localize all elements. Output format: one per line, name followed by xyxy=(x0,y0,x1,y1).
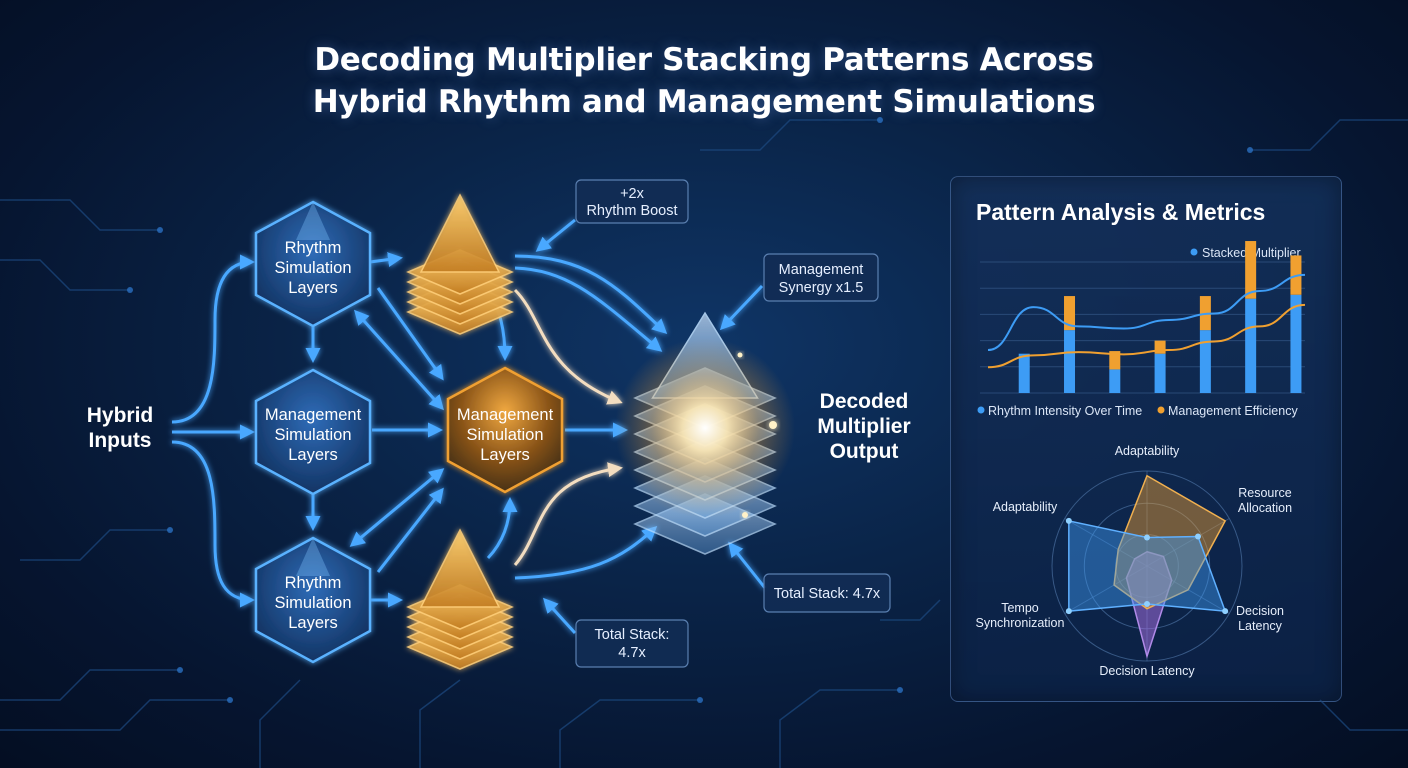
bar-management xyxy=(1109,351,1121,370)
radar-axis-label: Adaptability xyxy=(993,500,1058,514)
bar-rhythm xyxy=(1290,294,1302,393)
node-rhythm-top[interactable] xyxy=(254,200,372,328)
radar-point xyxy=(1065,517,1072,524)
radar-point xyxy=(1065,608,1072,615)
callout-line: Management xyxy=(779,262,864,278)
node-management-mid[interactable] xyxy=(254,368,372,496)
callout-total-stack-bottom: Total Stack: 4.7x xyxy=(575,619,689,668)
callout-management-synergy: Management Synergy x1.5 xyxy=(763,253,879,302)
title-line-1: Decoding Multiplier Stacking Patterns Ac… xyxy=(314,42,1094,78)
legend-management-efficiency: Management Efficiency xyxy=(1168,404,1298,418)
output-core-glow xyxy=(615,338,795,518)
node-label-line: Simulation xyxy=(274,426,351,444)
stack-orange-top xyxy=(406,193,514,335)
callout-total-stack-right: Total Stack: 4.7x xyxy=(763,573,891,613)
callout-line: Synergy x1.5 xyxy=(779,280,864,296)
radar-series-orange xyxy=(1113,474,1227,610)
radar-point xyxy=(1144,534,1150,541)
input-label-line: Hybrid xyxy=(87,404,154,427)
node-rhythm-bottom[interactable] xyxy=(254,536,372,664)
radar-point xyxy=(1144,601,1150,607)
legend-dot-orange xyxy=(1157,406,1165,414)
line-stacked-multiplier xyxy=(987,273,1306,352)
radar-point xyxy=(1222,608,1229,615)
callout-line: Total Stack: xyxy=(595,627,670,643)
node-management-mid-label: Management Simulation Layers xyxy=(265,406,362,464)
radar-axis-label: Adaptability xyxy=(1115,444,1180,458)
callout-line: Rhythm Boost xyxy=(586,203,677,219)
radar-axis-label: Latency xyxy=(1238,619,1283,633)
bar-rhythm xyxy=(1245,298,1257,393)
spark xyxy=(769,421,777,429)
output-label-line: Decoded xyxy=(820,390,909,413)
stack-pyramid xyxy=(419,528,501,608)
legend-rhythm-intensity: Rhythm Intensity Over Time xyxy=(988,404,1142,418)
callout-line: 4.7x xyxy=(618,645,646,661)
callout-line: +2x xyxy=(620,186,645,202)
title-line-2: Hybrid Rhythm and Management Simulations xyxy=(312,84,1096,120)
stack-pyramid xyxy=(419,193,501,273)
legend-dot-blue xyxy=(1190,248,1198,256)
hybrid-inputs-label: Hybrid Inputs xyxy=(87,404,154,452)
circuit-nodes xyxy=(127,117,1253,703)
bar-rhythm xyxy=(1109,369,1121,393)
node-rhythm-top-label: Rhythm Simulation Layers xyxy=(274,239,351,297)
node-label-line: Management xyxy=(457,406,554,424)
circuit-traces xyxy=(0,119,1408,768)
warm-connections xyxy=(513,288,623,566)
node-rhythm-bottom-label: Rhythm Simulation Layers xyxy=(274,574,351,632)
radar-chart: AdaptabilityResourceAllocationDecisionLa… xyxy=(976,444,1293,678)
bar-rhythm xyxy=(1199,330,1211,393)
node-label-line: Layers xyxy=(288,614,338,632)
line-orange-trend xyxy=(987,303,1306,369)
node-management-center-label: Management Simulation Layers xyxy=(457,406,554,464)
node-label-line: Simulation xyxy=(274,594,351,612)
node-label-line: Rhythm xyxy=(285,574,342,592)
bar-rhythm xyxy=(1018,353,1030,393)
callout-rhythm-boost: +2x Rhythm Boost xyxy=(575,179,689,224)
radar-spoke xyxy=(1064,518,1148,567)
radar-axis-label: Decision Latency xyxy=(1099,664,1195,678)
input-label-line: Inputs xyxy=(89,429,152,452)
node-label-line: Simulation xyxy=(274,259,351,277)
node-label-line: Simulation xyxy=(466,426,543,444)
callout-line: Total Stack: 4.7x xyxy=(774,586,881,602)
bar-management xyxy=(1245,241,1257,299)
radar-axis-label: Allocation xyxy=(1238,501,1292,515)
radar-point xyxy=(1195,533,1202,540)
stack-orange-bottom xyxy=(406,528,514,670)
spark xyxy=(737,352,743,358)
node-label-line: Layers xyxy=(480,446,530,464)
output-label-line: Multiplier xyxy=(817,415,910,438)
bar-management xyxy=(1154,340,1166,354)
legend-dot-blue xyxy=(977,406,985,414)
legend-bottom: Rhythm Intensity Over Time Management Ef… xyxy=(977,404,1298,418)
radar-axis-label: Resource xyxy=(1238,486,1292,500)
node-label-line: Layers xyxy=(288,446,338,464)
bar-rhythm xyxy=(1064,330,1076,393)
node-label-line: Layers xyxy=(288,279,338,297)
decoded-output-label: Decoded Multiplier Output xyxy=(817,390,910,463)
bar-rhythm xyxy=(1154,353,1166,393)
node-label-line: Rhythm xyxy=(285,239,342,257)
output-label-line: Output xyxy=(830,440,899,463)
bar-management xyxy=(1064,296,1076,331)
radar-axis-label: Tempo xyxy=(1001,601,1039,615)
spark xyxy=(742,512,748,518)
radar-axis-label: Decision xyxy=(1236,604,1284,618)
node-label-line: Management xyxy=(265,406,362,424)
node-management-center[interactable] xyxy=(446,366,564,494)
radar-axis-label: Synchronization xyxy=(976,616,1065,630)
bar-chart xyxy=(980,241,1306,394)
panel-title: Pattern Analysis & Metrics xyxy=(976,199,1265,225)
